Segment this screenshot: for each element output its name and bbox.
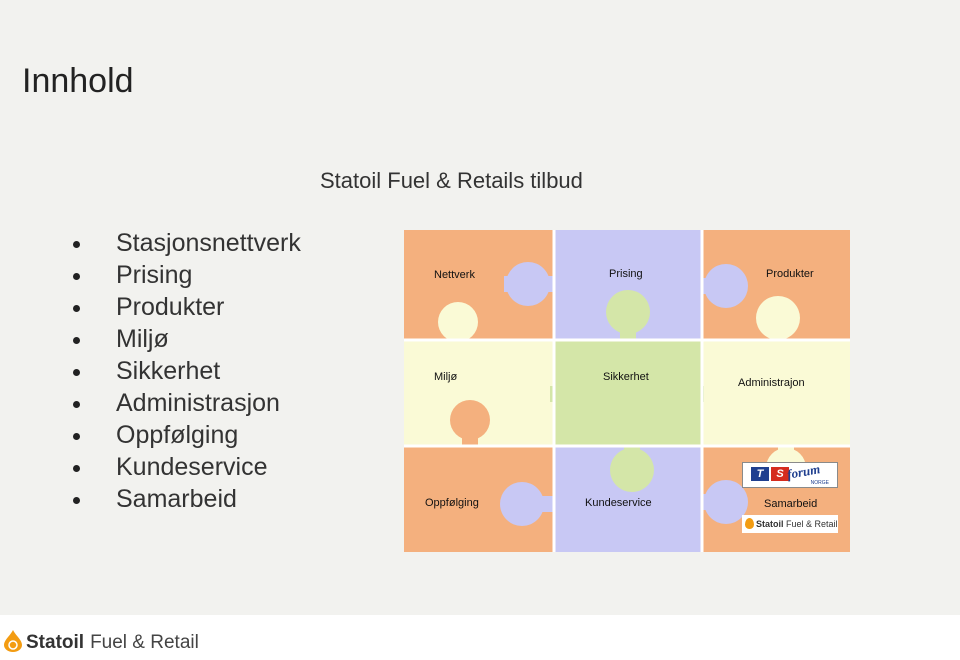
ts-logo-t: T	[751, 467, 769, 481]
bullet-item: Miljø	[68, 323, 301, 355]
statoil-small-rest: Fuel & Retail	[786, 519, 838, 529]
piece-label: Produkter	[766, 268, 814, 280]
bullet-item: Oppfølging	[68, 419, 301, 451]
footer	[0, 615, 960, 659]
bullet-item: Produkter	[68, 291, 301, 323]
slide-title: Innhold	[22, 62, 134, 100]
piece-label: Sikkerhet	[603, 371, 649, 383]
piece-label: Samarbeid	[764, 498, 817, 510]
bullet-item: Prising	[68, 259, 301, 291]
piece-label: Oppfølging	[425, 497, 479, 509]
bullet-list: Stasjonsnettverk Prising Produkter Miljø…	[68, 227, 301, 515]
statoil-small-logo: Statoil Fuel & Retail	[742, 515, 838, 533]
ts-forum-logo: T S forum NORGE	[742, 461, 838, 488]
statoil-drop-icon	[4, 630, 22, 652]
piece-label: Nettverk	[434, 269, 475, 281]
piece-label: Miljø	[434, 371, 457, 383]
bullet-item: Stasjonsnettverk	[68, 227, 301, 259]
piece-label: Prising	[609, 268, 643, 280]
ts-logo-s: S	[771, 467, 789, 481]
piece-administrajon	[702, 340, 850, 446]
bullet-item: Kundeservice	[68, 451, 301, 483]
piece-label: Kundeservice	[585, 497, 652, 509]
puzzle-graphic: Nettverk Prising Produkter Miljø Sikkerh…	[404, 230, 850, 552]
piece-label: Administrajon	[738, 377, 805, 389]
bullet-item: Samarbeid	[68, 483, 301, 515]
statoil-drop-icon	[745, 518, 754, 529]
footer-brand: Statoil	[26, 632, 85, 653]
ts-logo-norge: NORGE	[810, 480, 829, 486]
footer-rest: Fuel & Retail	[90, 632, 199, 653]
slide-subtitle: Statoil Fuel & Retails tilbud	[320, 168, 583, 193]
statoil-small-brand: Statoil	[756, 519, 784, 529]
bullet-item: Sikkerhet	[68, 355, 301, 387]
slide: Innhold Statoil Fuel & Retails tilbud St…	[0, 0, 960, 615]
bullet-item: Administrasjon	[68, 387, 301, 419]
